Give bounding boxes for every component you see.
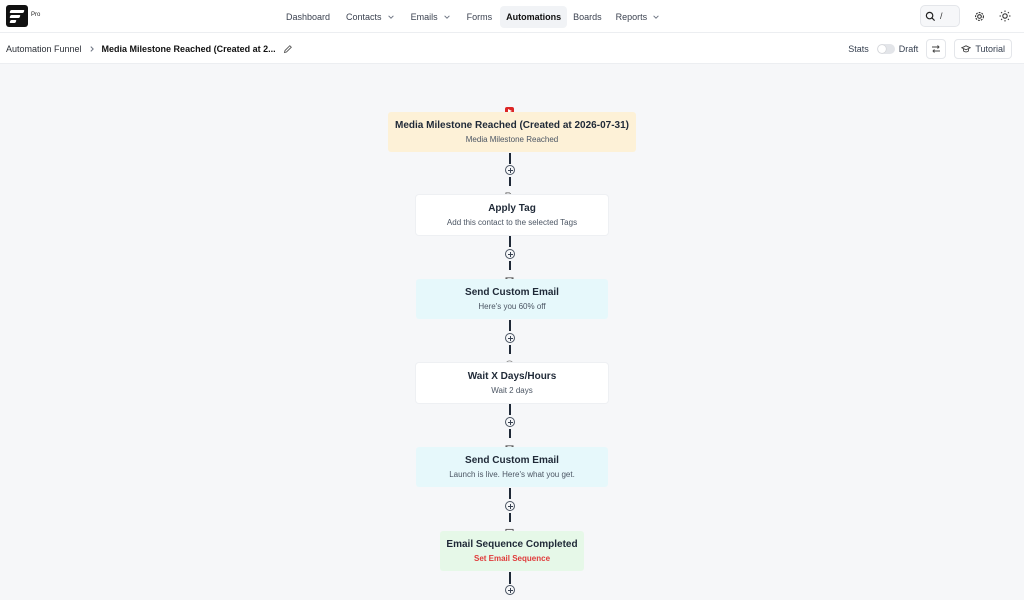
chevron-right-icon [90, 45, 94, 52]
add-step-button[interactable] [505, 585, 515, 595]
node-subtitle: Wait 2 days [491, 386, 533, 395]
theme-toggle-button[interactable] [994, 5, 1016, 27]
tutorial-button[interactable]: Tutorial [954, 38, 1012, 59]
app-logo[interactable] [6, 5, 28, 27]
chevron-down-icon [387, 14, 394, 19]
add-step-button[interactable] [505, 165, 515, 175]
breadcrumb-current: Media Milestone Reached (Created at 2... [101, 43, 276, 54]
nav-item-dashboard[interactable]: Dashboard [280, 6, 336, 28]
pro-badge: Pro [31, 12, 41, 18]
step-node-apply-tag[interactable]: Apply Tag Add this contact to the select… [416, 195, 608, 235]
node-title: Media Milestone Reached (Created at 2026… [395, 120, 629, 131]
connector-line [509, 429, 511, 438]
trigger-node[interactable]: Media Milestone Reached (Created at 2026… [388, 112, 636, 152]
node-title: Send Custom Email [465, 455, 559, 466]
nav-label: Contacts [346, 11, 382, 22]
node-subtitle: Media Milestone Reached [465, 135, 559, 144]
status-label: Draft [898, 43, 919, 54]
gear-icon [974, 11, 984, 21]
step-node-wait[interactable]: Wait X Days/Hours Wait 2 days [416, 363, 608, 403]
breadcrumb: Automation Funnel Media Milestone Reache… [6, 33, 293, 64]
nav-item-automations[interactable]: Automations [500, 5, 568, 28]
breadcrumb-root[interactable]: Automation Funnel [6, 43, 82, 54]
switch-view-button[interactable] [926, 38, 947, 59]
nav-item-reports[interactable]: Reports [610, 6, 667, 28]
connector-line [509, 488, 511, 499]
add-step-button[interactable] [505, 333, 515, 343]
node-title: Send Custom Email [465, 287, 559, 298]
swap-icon [932, 44, 941, 53]
nav-label: Emails [410, 11, 438, 22]
node-title: Apply Tag [488, 203, 536, 214]
graduation-cap-icon [961, 44, 972, 52]
nav-item-contacts[interactable]: Contacts [340, 6, 401, 28]
search-shortcut: / [940, 11, 943, 21]
top-navbar: Pro Dashboard Contacts Emails Forms Auto… [0, 0, 1024, 33]
chevron-down-icon [443, 14, 450, 19]
connector-line [509, 177, 511, 186]
node-subtitle: Launch is live. Here's what you get. [449, 470, 575, 479]
nav-item-boards[interactable]: Boards [567, 6, 608, 28]
add-step-button[interactable] [505, 417, 515, 427]
nav-label: Dashboard [286, 11, 331, 22]
connector-line [509, 404, 511, 415]
step-node-send-email[interactable]: Send Custom Email Here's you 60% off [416, 279, 608, 319]
automation-toolbar: Automation Funnel Media Milestone Reache… [0, 33, 1024, 64]
add-step-button[interactable] [505, 249, 515, 259]
nav-label: Automations [506, 11, 562, 22]
toolbar-actions: Stats Draft Tutorial [848, 33, 1012, 64]
global-search[interactable]: / [920, 5, 960, 27]
settings-button[interactable] [968, 5, 990, 27]
node-title: Wait X Days/Hours [467, 371, 557, 382]
main-nav: Dashboard Contacts Emails Forms Automati… [280, 0, 666, 33]
nav-label: Reports [615, 11, 648, 22]
sun-icon [999, 10, 1011, 22]
nav-label: Boards [573, 11, 602, 22]
automation-canvas[interactable]: Media Milestone Reached (Created at 2026… [0, 64, 1024, 600]
chevron-down-icon [653, 14, 659, 19]
step-node-send-email[interactable]: Send Custom Email Launch is live. Here's… [416, 447, 608, 487]
nav-item-emails[interactable]: Emails [405, 6, 457, 28]
search-icon [925, 11, 936, 21]
tutorial-label: Tutorial [975, 43, 1005, 54]
connector-line [509, 153, 511, 164]
node-subtitle: Add this contact to the selected Tags [446, 218, 578, 227]
pencil-icon[interactable] [283, 44, 293, 54]
nav-item-forms[interactable]: Forms [461, 6, 499, 28]
play-icon [505, 107, 514, 116]
connector-line [509, 261, 511, 270]
stats-label: Stats [848, 43, 869, 54]
node-subtitle: Here's you 60% off [478, 302, 546, 311]
connector-line [509, 236, 511, 247]
node-subtitle: Set Email Sequence [473, 554, 551, 563]
top-actions: / [920, 5, 1016, 27]
status-toggle[interactable] [876, 43, 895, 54]
node-title: Email Sequence Completed [446, 539, 578, 550]
connector-line [509, 572, 511, 584]
nav-label: Forms [466, 11, 493, 22]
connector-line [509, 345, 511, 354]
connector-line [509, 320, 511, 331]
step-node-sequence[interactable]: Email Sequence Completed Set Email Seque… [440, 531, 584, 571]
add-step-button[interactable] [505, 501, 515, 511]
connector-line [509, 513, 511, 522]
